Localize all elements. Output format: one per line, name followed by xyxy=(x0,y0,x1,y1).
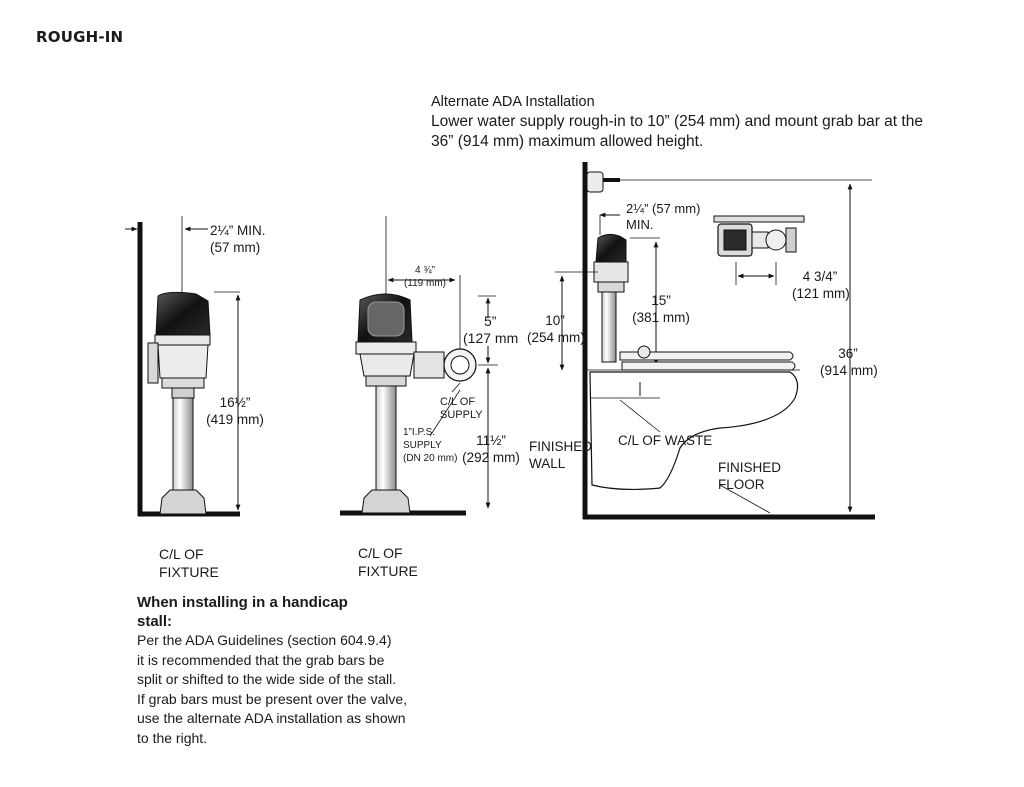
side-cl-line-1: C/L OF xyxy=(159,546,204,562)
ada-caption-block: Alternate ADA Installation Lower water s… xyxy=(431,92,923,152)
front-cl-line-1: C/L OF xyxy=(358,545,403,561)
ada-fifteen-label: 15” (381 mm) xyxy=(632,292,690,326)
note-heading-line-2: stall: xyxy=(137,613,173,630)
ada-description-line-2: 36” (914 mm) maximum allowed height. xyxy=(431,133,704,150)
side-height-in: 16½” xyxy=(219,395,251,410)
note-heading: When installing in a handicap stall: xyxy=(137,593,417,631)
front-ips-line-3: (DN 20 mm) xyxy=(403,453,458,464)
ada-bar-mm: (914 mm) xyxy=(820,363,878,378)
side-cl-line-2: FIXTURE xyxy=(159,564,219,580)
side-min-mm: (57 mm) xyxy=(210,240,261,255)
front-width-in: 4 ¾” xyxy=(414,265,435,276)
front-view xyxy=(340,216,498,516)
side-cl-fixture: C/L OF FIXTURE xyxy=(159,545,219,581)
note-body-line: use the alternate ADA installation as sh… xyxy=(137,710,406,726)
ada-min-label: 2¼” (57 mm) MIN. xyxy=(626,201,700,233)
side-view xyxy=(125,216,241,517)
ada-description-line-1: Lower water supply rough-in to 10” (254 … xyxy=(431,113,923,130)
ada-bar-label: 36” (914 mm) xyxy=(820,345,878,379)
ada-min-in: 2¼” (57 mm) xyxy=(626,201,701,216)
front-ips-line-1: 1”I.P.S. xyxy=(403,427,436,438)
front-top-label: 5” xyxy=(480,312,496,330)
ada-valve-cover xyxy=(595,234,627,263)
front-width-label: 4 ¾” (119 mm) xyxy=(400,264,450,290)
front-flush-tube xyxy=(375,385,397,491)
front-top-mm: (127 mm xyxy=(463,330,519,346)
side-min-label: 2¼” MIN. (57 mm) xyxy=(210,222,266,256)
ada-wall-line-1: FINISHED xyxy=(529,439,593,454)
ada-ten-label: 10” (254 mm) xyxy=(527,312,585,346)
ada-floor-line-1: FINISHED xyxy=(718,460,782,475)
front-width-mm: (119 mm) xyxy=(403,278,447,289)
ada-bar-in: 36” xyxy=(838,346,858,361)
section-title: ROUGH-IN xyxy=(36,28,124,46)
front-cl-line-2: FIXTURE xyxy=(358,563,418,579)
ada-flush-tube xyxy=(601,291,617,363)
side-min-in: 2¼” MIN. xyxy=(210,223,266,238)
front-ips-line-2: SUPPLY xyxy=(403,440,442,451)
ada-cl-waste: C/L OF WASTE xyxy=(618,432,712,449)
ada-fifteen-mm: (381 mm) xyxy=(632,310,690,325)
ada-floor-line-2: FLOOR xyxy=(718,477,765,492)
ada-toilet-bowl xyxy=(589,371,799,491)
front-top-mm-label: (127 mm xyxy=(463,329,518,347)
note-body-line: Per the ADA Guidelines (section 604.9.4) xyxy=(137,632,392,648)
side-flush-tube xyxy=(172,397,194,491)
ada-side-mm: (121 mm) xyxy=(792,286,850,301)
note-heading-line-1: When installing in a handicap xyxy=(137,594,348,611)
handicap-note: When installing in a handicap stall: Per… xyxy=(137,593,417,748)
ada-fifteen-in: 15” xyxy=(651,293,671,308)
note-body-line: split or shifted to the wide side of the… xyxy=(137,671,397,687)
front-supply-line-1: C/L OF xyxy=(440,396,476,408)
note-body: Per the ADA Guidelines (section 604.9.4)… xyxy=(137,631,417,748)
ada-min-word: MIN. xyxy=(626,217,654,232)
ada-caption: Alternate ADA Installation xyxy=(431,94,595,110)
front-low-mm: (292 mm) xyxy=(462,450,520,465)
side-valve-cover xyxy=(155,291,211,336)
note-body-line: If grab bars must be present over the va… xyxy=(137,690,408,707)
note-body-line: to the right. xyxy=(137,729,208,746)
ada-wall-line-2: WALL xyxy=(529,456,566,471)
front-top-in: 5” xyxy=(484,313,497,329)
ada-ten-in: 10” xyxy=(545,313,565,328)
ada-side-in: 4 3/4” xyxy=(802,269,838,284)
note-body-line: it is recommended that the grab bars be xyxy=(137,651,385,668)
side-height-label: 16½” (419 mm) xyxy=(205,394,265,428)
ada-ten-mm: (254 mm) xyxy=(527,330,585,345)
front-cl-fixture: C/L OF FIXTURE xyxy=(358,544,418,580)
ada-view xyxy=(555,162,875,520)
ada-finished-floor: FINISHED FLOOR xyxy=(718,459,781,493)
side-height-mm: (419 mm) xyxy=(206,412,264,427)
ada-finished-wall: FINISHED WALL xyxy=(529,438,592,472)
front-ips-label: 1”I.P.S. SUPPLY (DN 20 mm) xyxy=(403,426,457,465)
ada-waste-text: C/L OF WASTE xyxy=(618,433,713,448)
front-low-label: 11½” (292 mm) xyxy=(461,432,521,466)
front-low-in: 11½” xyxy=(476,433,506,448)
ada-grab-bar xyxy=(586,171,604,193)
front-supply-line-2: SUPPLY xyxy=(440,409,483,421)
front-cl-supply: C/L OF SUPPLY xyxy=(440,396,483,422)
ada-side-label: 4 3/4” (121 mm) xyxy=(792,268,850,302)
